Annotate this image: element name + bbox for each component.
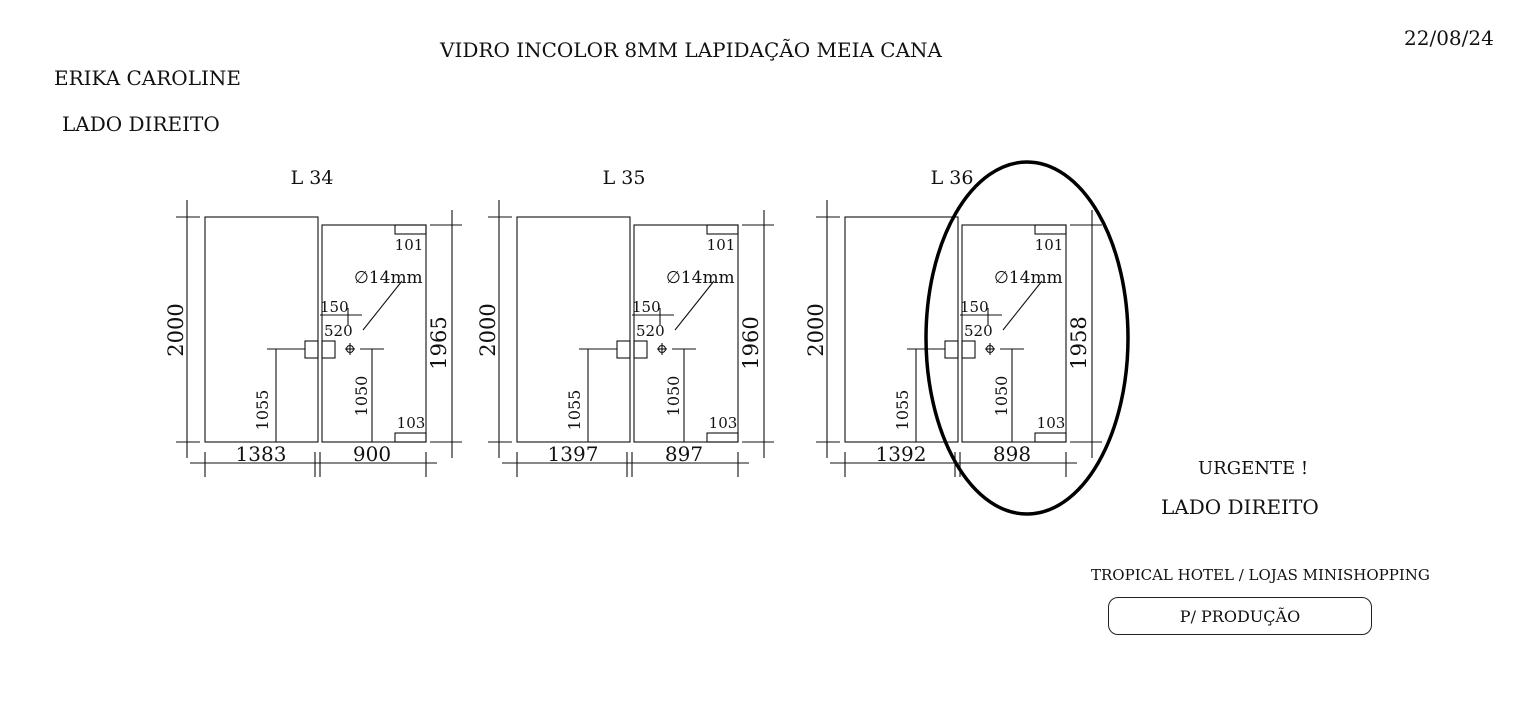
door-width-value: 898 <box>993 442 1031 466</box>
client-name: ERIKA CAROLINE <box>54 66 241 90</box>
fixed-handle-height-value: 1055 <box>565 390 584 431</box>
bottom-hinge-notch <box>394 432 427 443</box>
bottom-hinge-dimension: 103 <box>1037 414 1066 432</box>
door-height-value: 1965 <box>427 316 451 369</box>
hole-diameter-label: ∅14mm <box>666 268 735 288</box>
panel-label: L 34 <box>291 167 334 189</box>
fixed-width-value: 1392 <box>876 442 927 466</box>
total-height-value: 2000 <box>804 303 828 356</box>
door-width-value: 897 <box>665 442 703 466</box>
total-height-value: 2000 <box>476 303 500 356</box>
handle-offset-value: 520 <box>324 322 353 340</box>
door-height-value: 1960 <box>739 316 763 369</box>
hole-offset-value: 150 <box>960 298 989 316</box>
bottom-hinge-notch <box>706 432 739 443</box>
door-handle-height-value: 1050 <box>352 376 371 417</box>
document-date: 22/08/24 <box>1404 26 1494 50</box>
panel-l36: L 36 101 103 2000 1958 1392 898 ∅14mm 150 520 1055… <box>804 167 1102 477</box>
door-height-value: 1958 <box>1067 316 1091 369</box>
panel-label: L 36 <box>931 167 974 189</box>
side-note: LADO DIREITO <box>1161 495 1319 519</box>
fixed-width-value: 1397 <box>548 442 599 466</box>
top-hinge-dimension: 101 <box>395 236 424 254</box>
top-hinge-notch <box>706 224 739 235</box>
side-label: LADO DIREITO <box>62 112 220 136</box>
door-handle-height-value: 1050 <box>992 376 1011 417</box>
production-stamp: P/ PRODUÇÃO <box>1108 597 1372 635</box>
handle-offset-value: 520 <box>636 322 665 340</box>
fixed-handle-height-value: 1055 <box>893 390 912 431</box>
diameter-leader-line <box>362 280 403 331</box>
top-hinge-dimension: 101 <box>1035 236 1064 254</box>
top-hinge-dimension: 101 <box>707 236 736 254</box>
hole-diameter-label: ∅14mm <box>354 268 423 288</box>
door-glass-pane <box>961 224 1067 443</box>
urgent-note: URGENTE ! <box>1198 458 1309 479</box>
document-title: VIDRO INCOLOR 8MM LAPIDAÇÃO MEIA CANA <box>440 38 942 62</box>
hole-offset-value: 150 <box>632 298 661 316</box>
door-handle-block <box>321 340 336 359</box>
diameter-leader-line <box>1002 280 1043 331</box>
fixed-width-value: 1383 <box>236 442 287 466</box>
bottom-hinge-notch <box>1034 432 1067 443</box>
fixed-handle-block <box>944 340 959 359</box>
diameter-leader-line <box>674 280 715 331</box>
door-handle-height-value: 1050 <box>664 376 683 417</box>
handle-offset-value: 520 <box>964 322 993 340</box>
fixed-glass-pane <box>204 216 319 443</box>
fixed-glass-pane <box>516 216 631 443</box>
panel-l35: L 35 101 103 2000 1960 1397 897 ∅14mm 150 520 1055… <box>476 167 774 477</box>
fixed-handle-height-value: 1055 <box>253 390 272 431</box>
fixed-handle-block <box>304 340 319 359</box>
bottom-hinge-dimension: 103 <box>709 414 738 432</box>
hole-diameter-label: ∅14mm <box>994 268 1063 288</box>
project-name: TROPICAL HOTEL / LOJAS MINISHOPPING <box>1091 566 1430 584</box>
fixed-glass-pane <box>844 216 959 443</box>
door-glass-pane <box>633 224 739 443</box>
door-glass-pane <box>321 224 427 443</box>
hole-offset-value: 150 <box>320 298 349 316</box>
top-hinge-notch <box>1034 224 1067 235</box>
door-handle-block <box>961 340 976 359</box>
production-label: P/ PRODUÇÃO <box>1179 606 1301 626</box>
top-hinge-notch <box>394 224 427 235</box>
door-handle-block <box>633 340 648 359</box>
highlight-ellipse <box>924 160 1130 516</box>
total-height-value: 2000 <box>164 303 188 356</box>
bottom-hinge-dimension: 103 <box>397 414 426 432</box>
fixed-handle-block <box>616 340 631 359</box>
door-width-value: 900 <box>353 442 391 466</box>
panel-l34: L 34 101 103 2000 1965 1383 900 ∅14mm 150 520 1055… <box>164 167 462 477</box>
panel-label: L 35 <box>603 167 646 189</box>
